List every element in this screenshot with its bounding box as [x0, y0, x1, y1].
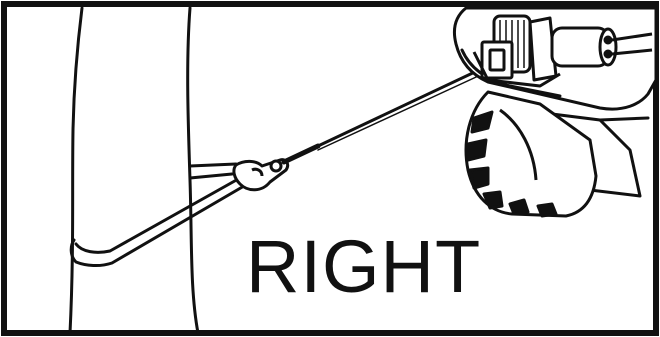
hook-icon: [234, 160, 288, 190]
tire-icon: [466, 92, 596, 216]
direction-caption: RIGHT: [246, 225, 481, 308]
tree-trunk-icon: [70, 8, 198, 333]
tree-strap-icon: [71, 164, 244, 266]
